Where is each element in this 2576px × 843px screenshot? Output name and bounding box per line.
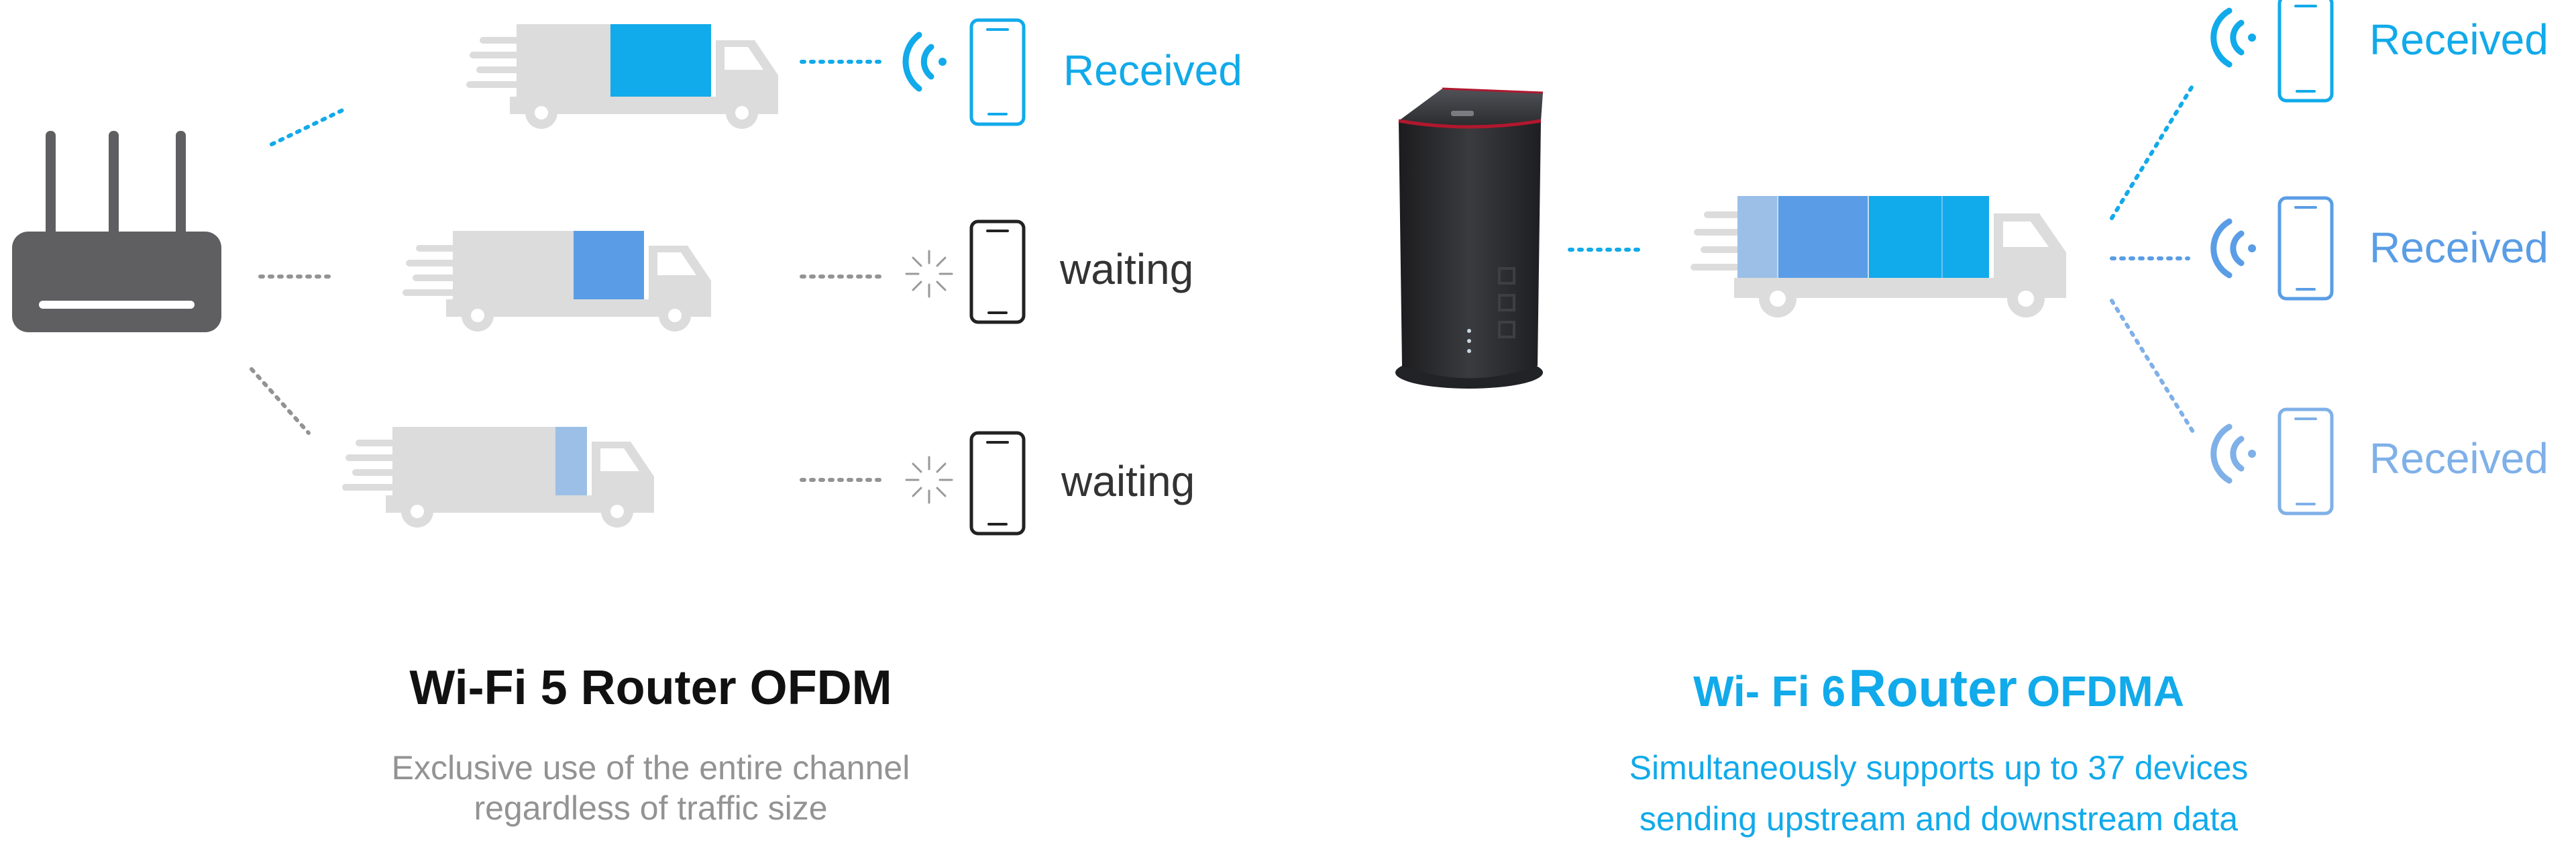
wifi5-row2-status-label: waiting xyxy=(1060,245,1194,293)
wifi6-row2-phone-icon xyxy=(2277,196,2334,301)
wifi5-truck-2 xyxy=(402,231,711,332)
wifi5-truck-3 xyxy=(342,427,654,528)
wifi5-row1-wifi-signal-icon xyxy=(902,32,947,92)
wifi6-subtitle-line1: Simultaneously supports up to 37 devices xyxy=(1629,749,2249,787)
wifi5-title: Wi-Fi 5 Router OFDM xyxy=(409,661,892,715)
wifi6-router-tower-icon xyxy=(1395,87,1544,389)
wifi6-device-links xyxy=(2110,80,2197,437)
wifi6-title-router: Router xyxy=(1848,658,2017,717)
wifi5-truck-1 xyxy=(466,24,778,129)
wifi5-row3-status-label: waiting xyxy=(1061,457,1195,505)
wifi5-device-links xyxy=(800,60,884,482)
wifi6-title-prefix: Wi- Fi 6 xyxy=(1693,667,1846,715)
wifi6-subtitle-line2: sending upstream and downstream data xyxy=(1639,800,2239,838)
wifi5-row2-phone-icon xyxy=(969,219,1026,324)
wifi6-row1-phone-icon xyxy=(2277,0,2334,103)
wifi6-truck xyxy=(1690,196,2066,317)
wifi5-row3-phone-icon xyxy=(969,431,1026,536)
wifi6-row3-status-label: Received xyxy=(2369,434,2548,483)
wifi5-subtitle-line1: Exclusive use of the entire channel xyxy=(391,749,910,787)
wifi5-router-icon xyxy=(12,131,221,332)
wifi6-row3-phone-icon xyxy=(2277,407,2334,515)
wifi5-row3-loading-spinner-icon xyxy=(905,456,953,504)
wifi6-row1-status-label: Received xyxy=(2369,15,2548,64)
wifi6-title-suffix: OFDMA xyxy=(2027,667,2184,715)
wifi6-row2-wifi-signal-icon xyxy=(2210,218,2256,279)
wifi6-row2-status-label: Received xyxy=(2369,224,2548,272)
wifi5-row1-phone-icon xyxy=(969,18,1026,126)
wifi6-row3-wifi-signal-icon xyxy=(2210,424,2256,484)
wifi6-row1-wifi-signal-icon xyxy=(2210,7,2256,68)
wifi5-row2-loading-spinner-icon xyxy=(905,250,953,298)
wifi5-subtitle-line2: regardless of traffic size xyxy=(474,789,828,827)
wifi5-router-links xyxy=(250,107,347,435)
wifi6-title: Wi- Fi 6 Router OFDMA xyxy=(1576,658,2301,734)
wifi5-row1-status-label: Received xyxy=(1063,46,1242,95)
